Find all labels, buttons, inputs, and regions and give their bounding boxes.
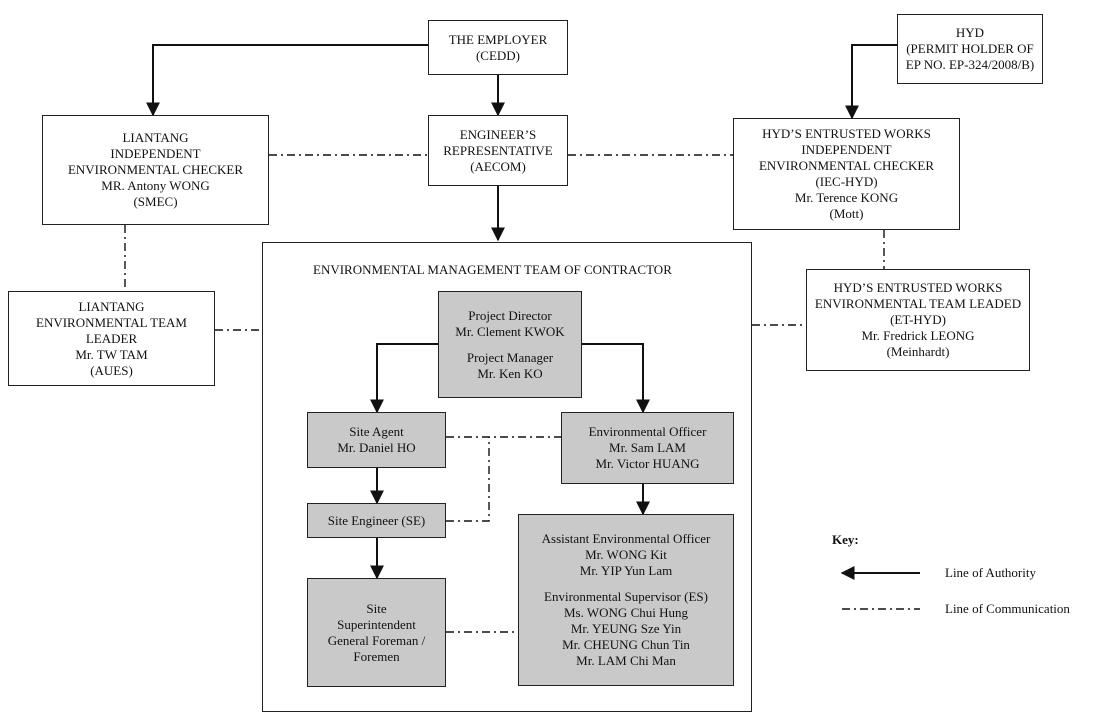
site-superintendent-line4: Foremen [353, 648, 400, 664]
liantang-et-person: Mr. TW TAM [75, 346, 148, 362]
site-superintendent-line2: Superintendent [337, 616, 416, 632]
site-engineer-title: Site Engineer (SE) [327, 512, 426, 528]
liantang-iec-line1: LIANTANG [122, 130, 189, 145]
project-manager-person: Mr. Ken KO [477, 365, 543, 381]
liantang-et-line3: LEADER [85, 330, 138, 346]
hyd-iec-org: (Mott) [829, 206, 864, 221]
env-officer-box: Environmental Officer Mr. Sam LAM Mr. Vi… [561, 412, 734, 484]
hyd-line2: (PERMIT HOLDER OF [906, 41, 1034, 56]
hyd-iec-line3: ENVIRONMENTAL CHECKER [758, 158, 935, 173]
env-supervisor-title: Environmental Supervisor (ES) [544, 589, 708, 604]
site-agent-person: Mr. Daniel HO [337, 440, 416, 455]
project-director-person: Mr. Clement KWOK [455, 323, 565, 339]
asst-env-officer-person-2: Mr. YIP Yun Lam [579, 563, 673, 578]
site-engineer-box: Site Engineer (SE) [307, 503, 446, 538]
authority-line-hyd-to-hyd-iec [845, 44, 897, 120]
hyd-iec-box: HYD’S ENTRUSTED WORKS INDEPENDENT ENVIRO… [733, 118, 960, 230]
project-director-title: Project Director [468, 307, 552, 323]
emt-container [262, 242, 752, 712]
employer-org: (CEDD) [475, 47, 521, 63]
hyd-et-box: HYD’S ENTRUSTED WORKS ENVIRONMENTAL TEAM… [806, 269, 1030, 371]
liantang-iec-line3: ENVIRONMENTAL CHECKER [67, 162, 244, 177]
site-superintendent-line3: General Foreman / [327, 632, 426, 648]
comm-line-site-engineer-to-comm [446, 437, 490, 522]
hyd-et-line1: HYD’S ENTRUSTED WORKS [833, 280, 1003, 295]
employer-box: THE EMPLOYER (CEDD) [428, 20, 568, 75]
project-director-box: Project Director Mr. Clement KWOK Projec… [438, 291, 582, 398]
env-supervisor-person-1: Ms. WONG Chui Hung [564, 605, 688, 620]
asst-env-officer-person-1: Mr. WONG Kit [585, 547, 667, 562]
env-officer-person-1: Mr. Sam LAM [609, 440, 686, 455]
emt-title: ENVIRONMENTAL MANAGEMENT TEAM OF CONTRAC… [313, 262, 672, 277]
hyd-iec-line1: HYD’S ENTRUSTED WORKS [762, 126, 931, 141]
hyd-et-person: Mr. Fredrick LEONG [861, 328, 975, 343]
engineer-rep-org: (AECOM) [470, 158, 526, 174]
env-supervisor-person-4: Mr. LAM Chi Man [576, 653, 676, 668]
engineer-rep-box: ENGINEER’S REPRESENTATIVE (AECOM) [428, 115, 568, 186]
authority-line-director-to-site-agent [370, 343, 438, 414]
env-officer-title: Environmental Officer [588, 424, 707, 439]
authority-line-director-to-env-officer [582, 343, 650, 414]
liantang-et-org: (AUES) [90, 362, 133, 378]
engineer-rep-line1: ENGINEER’S [459, 126, 537, 142]
site-agent-title: Site Agent [349, 424, 404, 439]
asst-env-officer-box: Assistant Environmental Officer Mr. WONG… [518, 514, 734, 686]
liantang-iec-org: (SMEC) [133, 194, 178, 209]
engineer-rep-line2: REPRESENTATIVE [443, 142, 553, 158]
hyd-title: HYD [955, 25, 985, 40]
employer-name: THE EMPLOYER [448, 31, 548, 47]
env-officer-person-2: Mr. Victor HUANG [595, 456, 700, 471]
hyd-iec-line4: (IEC-HYD) [815, 174, 878, 189]
asst-env-officer-title: Assistant Environmental Officer [541, 531, 711, 546]
hyd-et-org: (Meinhardt) [886, 344, 950, 359]
authority-line-employer-to-liantang-iec [146, 44, 428, 117]
key-title: Key: [832, 532, 859, 547]
env-supervisor-person-3: Mr. CHEUNG Chun Tin [562, 637, 690, 652]
hyd-iec-person: Mr. Terence KONG [794, 190, 899, 205]
site-superintendent-line1: Site [366, 600, 387, 616]
hyd-iec-line2: INDEPENDENT [801, 142, 892, 157]
env-supervisor-person-2: Mr. YEUNG Sze Yin [570, 621, 682, 636]
liantang-iec-box: LIANTANG INDEPENDENT ENVIRONMENTAL CHECK… [42, 115, 269, 225]
hyd-et-line3: (ET-HYD) [890, 312, 946, 327]
key-authority-label: Line of Authority [945, 565, 1036, 580]
project-manager-title: Project Manager [466, 349, 554, 365]
liantang-et-box: LIANTANG ENVIRONMENTAL TEAM LEADER Mr. T… [8, 291, 215, 386]
site-agent-box: Site Agent Mr. Daniel HO [307, 412, 446, 468]
site-superintendent-box: Site Superintendent General Foreman / Fo… [307, 578, 446, 687]
hyd-box: HYD (PERMIT HOLDER OF EP NO. EP-324/2008… [897, 14, 1043, 84]
key-communication-label: Line of Communication [945, 601, 1070, 616]
hyd-et-line2: ENVIRONMENTAL TEAM LEADED [814, 296, 1022, 311]
liantang-iec-person: MR. Antony WONG [101, 178, 210, 193]
liantang-iec-line2: INDEPENDENT [110, 146, 201, 161]
hyd-line3: EP NO. EP-324/2008/B) [905, 57, 1035, 72]
liantang-et-line1: LIANTANG [78, 298, 145, 314]
liantang-et-line2: ENVIRONMENTAL TEAM [36, 314, 187, 330]
